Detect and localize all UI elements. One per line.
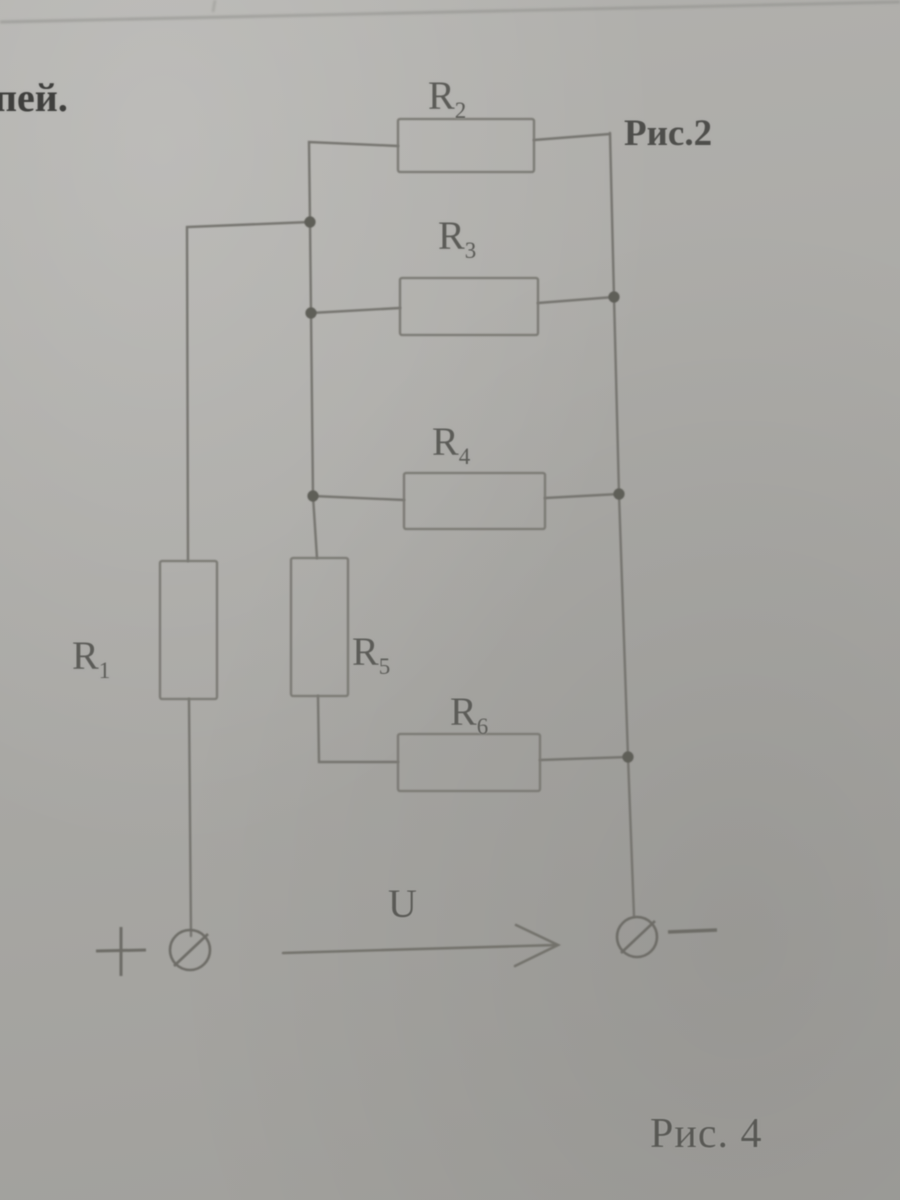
resistor-label-r6-letter: R: [450, 689, 477, 734]
node-right-r6: [622, 751, 634, 763]
positive-terminal-slash: [173, 933, 209, 967]
resistor-label-r6-index: 6: [476, 714, 489, 739]
wire-left-inner-rail: [308, 220, 319, 560]
figure-caption-bottom: Рис. 4: [650, 1111, 763, 1157]
wire-r2-left: [307, 140, 400, 224]
resistor-r5-box: [289, 556, 350, 698]
minus-sign: [667, 928, 718, 934]
resistor-label-r3-index: 3: [464, 238, 477, 263]
resistor-label-r2-letter: R: [428, 73, 455, 118]
resistor-label-r5-letter: R: [352, 629, 379, 674]
node-left-r3: [305, 307, 317, 319]
resistor-label-r1: R1: [72, 632, 110, 684]
terminals: [95, 915, 718, 976]
negative-terminal-circle: [615, 915, 659, 959]
node-left-top: [304, 216, 316, 228]
resistor-label-r5-index: 5: [378, 654, 391, 679]
resistor-label-r2-index: 2: [454, 98, 467, 123]
wire-r4-right: [543, 492, 621, 500]
wire-r4-left: [311, 494, 406, 502]
junction-dots: [304, 216, 634, 763]
cut-off-page-text: пей.: [0, 75, 68, 120]
resistor-r3-box: [398, 276, 540, 337]
figure-caption-top: Рис.2: [624, 113, 713, 154]
node-right-r4: [613, 488, 625, 500]
resistor-r1-box: [158, 559, 219, 701]
circuit-wires: [185, 131, 636, 938]
resistor-label-r5: R5: [352, 628, 390, 680]
wire-r3-right: [536, 295, 616, 305]
negative-terminal-slash: [620, 920, 656, 954]
wire-r1-bottom: [187, 697, 193, 938]
resistor-r2-box: [396, 117, 536, 174]
page-top-rule: [0, 0, 900, 24]
wire-right-rail: [608, 131, 636, 918]
resistor-label-r4-index: 4: [458, 444, 471, 469]
voltage-arrow-shaft: [281, 943, 558, 955]
resistor-label-r4: R4: [432, 418, 470, 470]
resistor-label-r3-letter: R: [438, 213, 465, 258]
positive-terminal-circle: [168, 928, 212, 972]
node-left-r4: [307, 490, 319, 502]
wire-r2-right: [532, 132, 612, 142]
wire-r6-right: [538, 755, 630, 762]
resistor-r6-box: [396, 732, 542, 793]
voltage-arrow: [281, 923, 561, 968]
resistor-label-r2: R2: [428, 72, 466, 124]
resistor-label-r3: R3: [438, 212, 476, 264]
resistor-label-r6: R6: [450, 688, 488, 740]
resistor-r4-box: [402, 471, 547, 531]
node-right-r3: [608, 291, 620, 303]
voltage-label: U: [388, 881, 417, 926]
resistor-label-r4-letter: R: [432, 419, 459, 464]
wire-r1-top: [185, 220, 312, 563]
resistor-label-r1-letter: R: [72, 633, 99, 678]
wire-r3-left: [309, 306, 402, 315]
voltage-arrow-head: [513, 923, 561, 968]
wire-r5-to-r6: [316, 694, 400, 764]
resistor-label-r1-index: 1: [98, 658, 111, 683]
resistor-bodies: [158, 117, 547, 793]
